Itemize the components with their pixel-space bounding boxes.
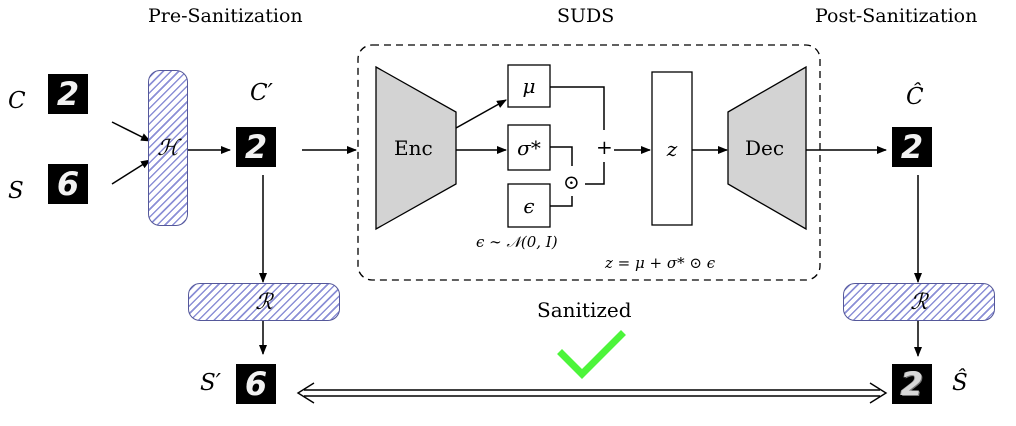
mu-label: μ xyxy=(522,74,536,98)
z-box xyxy=(651,71,693,226)
sanitized-label: Sanitized xyxy=(537,298,632,322)
decoder-block xyxy=(727,65,807,231)
suds-container xyxy=(357,44,821,281)
odot-operator: ⊙ xyxy=(563,170,580,194)
cover-to-hiding-arrow xyxy=(111,121,151,142)
sigma-to-odot-line xyxy=(550,146,573,166)
reveal-network-left: ℛ xyxy=(188,283,340,321)
reveal-network-right-label: ℛ xyxy=(910,289,928,315)
revealed-noise-image: 2 xyxy=(892,364,932,404)
cover-label: C xyxy=(8,88,26,114)
odot-to-sum-line xyxy=(585,162,605,185)
comparison-double-arrow xyxy=(296,382,888,404)
hiding-network-label: ℋ xyxy=(157,135,179,161)
pre-sanitization-header: Pre-Sanitization xyxy=(148,5,303,27)
epsilon-label: ϵ xyxy=(523,193,535,218)
container-label: C′ xyxy=(250,80,273,106)
secret-to-hiding-arrow xyxy=(111,159,151,185)
sum-operator: + xyxy=(596,135,613,159)
container-image: 2 xyxy=(236,127,276,167)
reveal-network-right: ℛ xyxy=(843,283,995,321)
epsilon-to-odot-line xyxy=(550,196,573,207)
checkmark-icon xyxy=(557,330,626,379)
enc-to-mu-arrow xyxy=(455,99,507,129)
revealed-sanitized-label: Ŝ xyxy=(952,370,968,396)
epsilon-distribution: ϵ ∼ 𝒩(0, I) xyxy=(476,233,558,251)
suds-header: SUDS xyxy=(557,5,615,27)
reparam-equation: z = μ + σ* ⊙ ϵ xyxy=(605,254,716,272)
sigma-label: σ* xyxy=(517,135,541,160)
sanitized-container-label: Ĉ xyxy=(906,84,924,110)
mu-box xyxy=(507,64,551,108)
z-label: z xyxy=(666,136,678,161)
revealed-secret-image: 6 xyxy=(236,364,276,404)
revealed-secret-label: S′ xyxy=(200,370,221,396)
encoder-label: Enc xyxy=(394,136,433,160)
sanitized-image: 2 xyxy=(892,127,932,167)
decoder-label: Dec xyxy=(745,136,785,160)
cover-image: 2 xyxy=(48,74,88,114)
secret-image: 6 xyxy=(48,164,88,204)
encoder-block xyxy=(375,65,457,231)
reveal-network-left-label: ℛ xyxy=(255,289,273,315)
hiding-network: ℋ xyxy=(148,70,188,226)
secret-label: S xyxy=(8,178,24,204)
post-sanitization-header: Post-Sanitization xyxy=(815,5,978,27)
mu-to-sum-line xyxy=(550,86,605,130)
